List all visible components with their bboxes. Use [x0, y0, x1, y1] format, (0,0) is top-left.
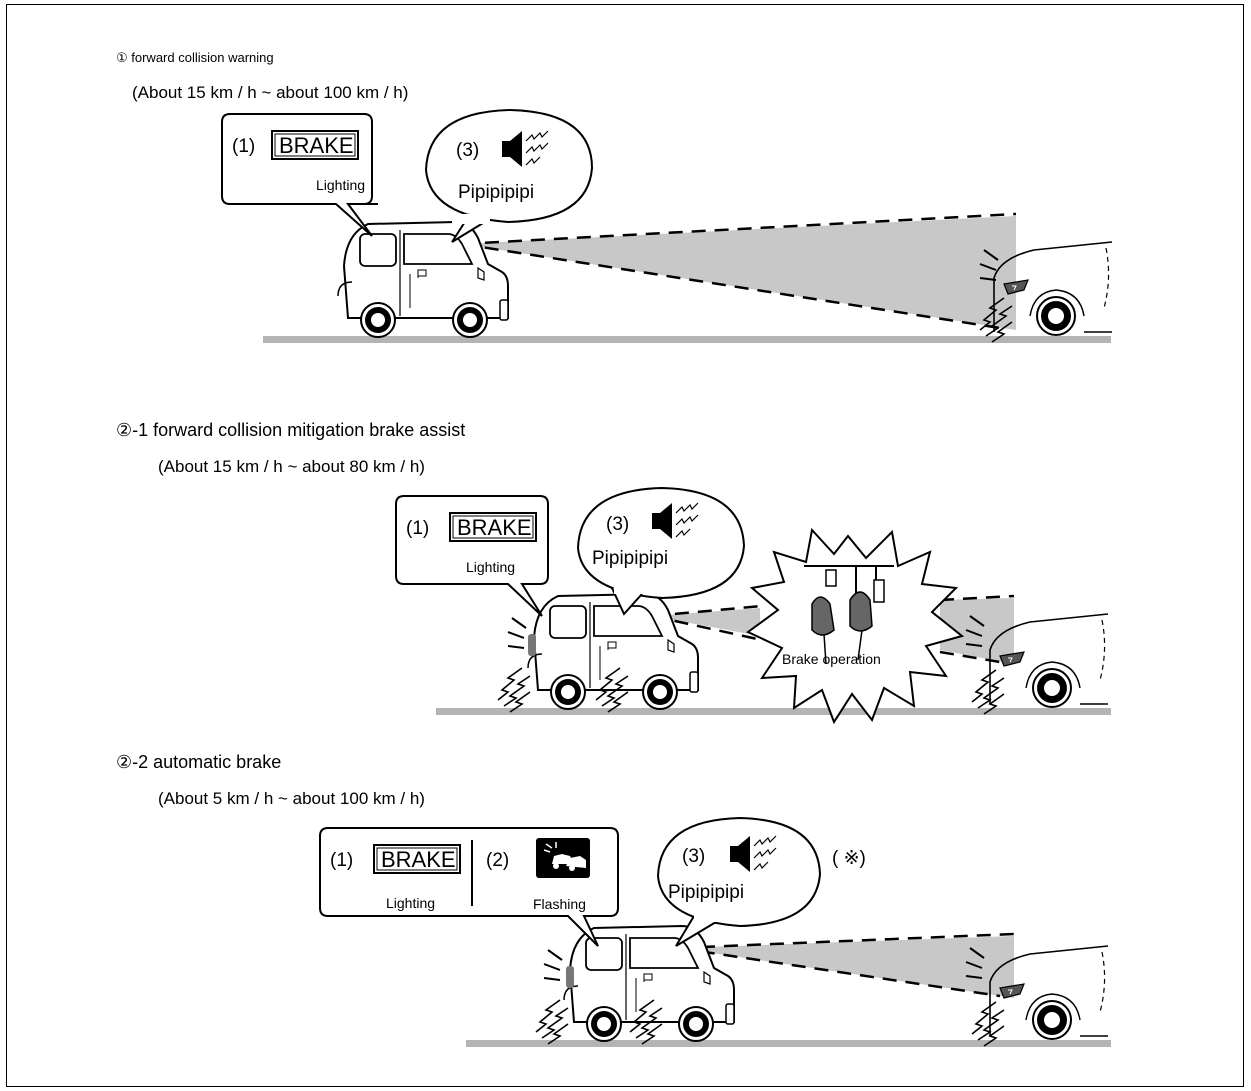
callout-index: (1) [406, 518, 429, 539]
status-text: Lighting [466, 559, 515, 575]
skid-lines-icon [498, 668, 530, 712]
van-1 [338, 222, 508, 337]
section1-speed: (About 15 km / h ~ about 100 km / h) [132, 83, 408, 102]
impact-lines-icon [972, 670, 1004, 714]
shake-lines-icon [544, 950, 562, 980]
sound-index: (3) [606, 514, 629, 535]
skid-lines-icon [536, 1000, 568, 1044]
section3-speed: (About 5 km / h ~ about 100 km / h) [158, 789, 425, 808]
section2-speed: (About 15 km / h ~ about 80 km / h) [158, 457, 425, 476]
impact-lines-icon [972, 1002, 1004, 1046]
status-text: Lighting [316, 177, 365, 193]
callout-index: (1) [330, 850, 353, 871]
section3-title: ②-2 automatic brake [116, 752, 281, 772]
shake-lines-icon [508, 618, 526, 648]
note-marker: ( ※) [832, 848, 866, 869]
road-1 [263, 336, 1111, 343]
road-2 [436, 708, 1111, 715]
sound-text: Pipipipipi [458, 182, 534, 203]
sound-text: Pipipipipi [592, 548, 668, 569]
sound-index: (3) [456, 140, 479, 161]
detection-zone-1 [462, 216, 1016, 330]
brake-indicator: BRAKE [457, 515, 532, 540]
burst-text: Brake operation [782, 651, 881, 667]
road-3 [466, 1040, 1111, 1047]
sound-bubble-3 [658, 818, 820, 926]
sound-index: (3) [682, 846, 705, 867]
collision-warning-icon [536, 838, 590, 878]
brake-indicator: BRAKE [279, 133, 354, 158]
status-text: Lighting [386, 895, 435, 911]
brake-indicator: BRAKE [381, 847, 456, 872]
foot-right-icon [850, 592, 872, 631]
section1-title: ① forward collision warning [116, 50, 274, 65]
callout-index: (2) [486, 850, 509, 871]
callout-index: (1) [232, 136, 255, 157]
sound-text: Pipipipipi [668, 882, 744, 903]
sound-bubble-2 [578, 488, 744, 598]
section2-title: ②-1 forward collision mitigation brake a… [116, 420, 465, 440]
status-text: Flashing [533, 896, 586, 912]
